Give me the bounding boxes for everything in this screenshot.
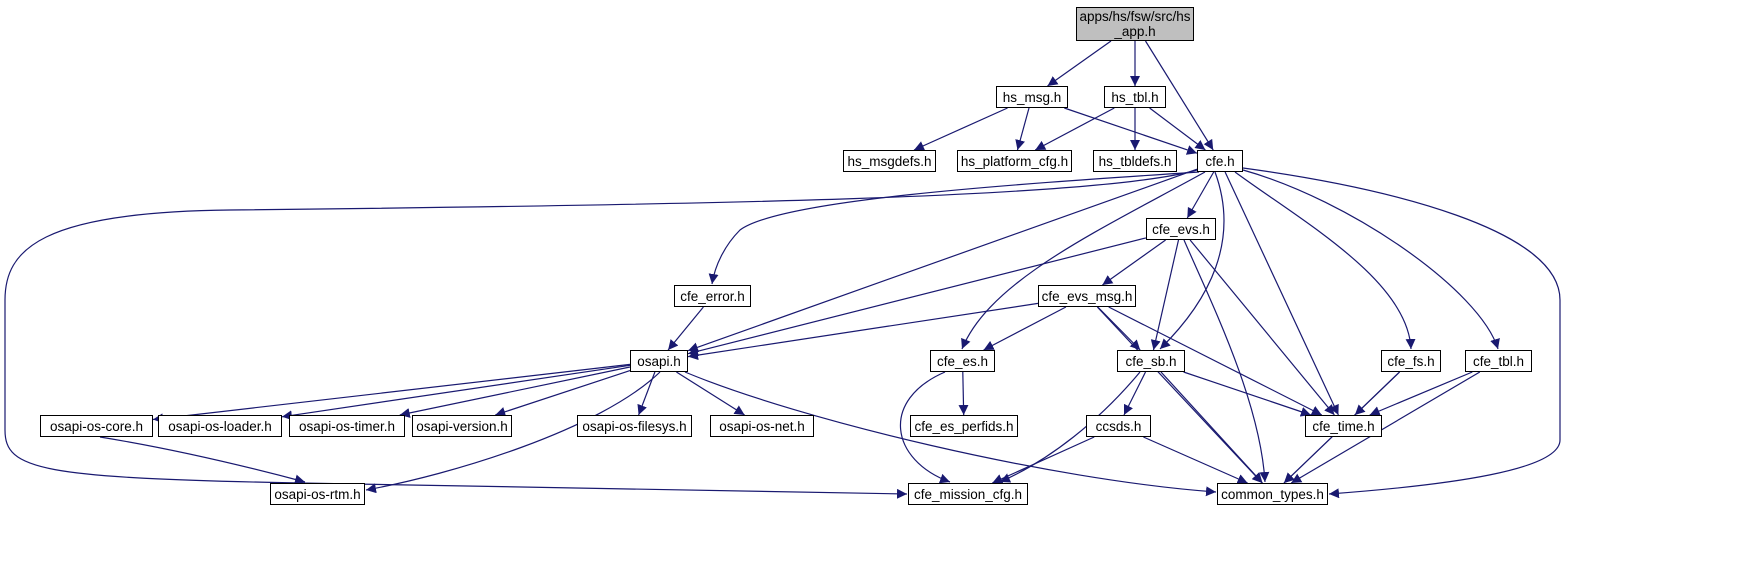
edge-hs-msg-to-hs-platform-cfg: [1015, 107, 1030, 151]
edge-cfe-evs-msg-to-cfe-sb: [1097, 306, 1141, 351]
edge-osapi-to-osapi-os-loader: [281, 364, 631, 421]
edge-cfe-time-to-common-types: [1283, 436, 1333, 484]
edge-cfe-evs-to-cfe-time: [1189, 239, 1335, 416]
edge-cfe-to-cfe-evs: [1186, 171, 1215, 219]
edge-hs-msg-to-hs-msgdefs: [913, 107, 1008, 151]
edge-cfe-evs-to-common-types: [1183, 239, 1270, 483]
node-cfe-evs-msg[interactable]: cfe_evs_msg.h: [1038, 285, 1136, 307]
node-osapi-os-net[interactable]: osapi-os-net.h: [710, 415, 814, 437]
edge-cfe-es-to-cfe-mission-cfg: [900, 371, 951, 484]
node-osapi-os-timer[interactable]: osapi-os-timer.h: [289, 415, 405, 437]
edge-cfe-tbl-to-common-types: [1290, 371, 1481, 484]
node-ccsds[interactable]: ccsds.h: [1086, 415, 1151, 437]
edge-cfe-to-osapi: [687, 168, 1198, 353]
node-osapi-version[interactable]: osapi-version.h: [412, 415, 512, 437]
node-cfe-tbl[interactable]: cfe_tbl.h: [1465, 350, 1532, 372]
edge-cfe-to-cfe-mission-cfg: [4, 169, 1198, 499]
edge-cfe-es-to-cfe-es-perfids: [958, 371, 969, 416]
node-cfe-sb[interactable]: cfe_sb.h: [1117, 350, 1185, 372]
edge-osapi-to-osapi-os-net: [676, 371, 745, 416]
node-cfe-time[interactable]: cfe_time.h: [1305, 415, 1382, 437]
node-hs-tbl[interactable]: hs_tbl.h: [1104, 86, 1166, 108]
edge-root-to-hs-msg: [1047, 40, 1112, 87]
node-cfe-evs[interactable]: cfe_evs.h: [1146, 218, 1216, 240]
edge-osapi-to-osapi-version: [495, 370, 631, 417]
node-cfe[interactable]: cfe.h: [1197, 150, 1243, 172]
edge-osapi-os-core-to-osapi-os-rtm: [99, 436, 306, 485]
edge-cfe-error-to-osapi: [667, 306, 704, 351]
edge-osapi-to-osapi-os-rtm: [365, 371, 661, 494]
edge-cfe-sb-to-ccsds: [1123, 371, 1147, 416]
node-cfe-es[interactable]: cfe_es.h: [930, 350, 995, 372]
edge-cfe-sb-to-cfe-time: [1183, 371, 1312, 417]
edge-ccsds-to-cfe-mission-cfg: [992, 436, 1095, 484]
edge-cfe-evs-msg-to-osapi: [687, 302, 1039, 361]
node-osapi[interactable]: osapi.h: [630, 350, 688, 372]
edge-cfe-to-cfe-error: [708, 171, 1200, 285]
node-root: apps/hs/fsw/src/hs _app.h: [1076, 7, 1194, 41]
edge-osapi-to-osapi-os-timer: [399, 366, 631, 418]
node-hs-platform-cfg[interactable]: hs_platform_cfg.h: [957, 150, 1072, 172]
node-osapi-os-loader[interactable]: osapi-os-loader.h: [158, 415, 282, 437]
edge-cfe-to-cfe-tbl: [1242, 169, 1500, 350]
edge-hs-tbl-to-cfe: [1149, 107, 1206, 151]
node-hs-tbldefs[interactable]: hs_tbldefs.h: [1093, 150, 1177, 172]
edge-cfe-evs-to-osapi: [687, 237, 1147, 357]
edge-cfe-to-cfe-time: [1224, 171, 1339, 416]
edge-cfe-tbl-to-cfe-time: [1369, 371, 1473, 416]
edge-cfe-evs-msg-to-cfe-time: [1108, 306, 1323, 416]
edge-cfe-to-cfe-fs: [1234, 171, 1416, 350]
edge-cfe-sb-to-cfe-mission-cfg: [999, 371, 1141, 483]
node-hs-msgdefs[interactable]: hs_msgdefs.h: [843, 150, 936, 172]
edge-root-to-cfe: [1144, 40, 1214, 151]
node-cfe-es-perfids[interactable]: cfe_es_perfids.h: [910, 415, 1018, 437]
edge-cfe-to-common-types: [1242, 167, 1561, 499]
edge-hs-tbl-to-hs-platform-cfg: [1034, 107, 1115, 151]
edge-hs-msg-to-cfe: [1064, 107, 1198, 155]
edge-osapi-to-common-types: [684, 371, 1217, 497]
edge-cfe-to-cfe-es: [961, 171, 1206, 350]
node-osapi-os-filesys[interactable]: osapi-os-filesys.h: [577, 415, 692, 437]
edge-cfe-evs-to-cfe-evs-msg: [1102, 239, 1166, 286]
edge-cfe-to-cfe-sb: [1159, 171, 1225, 350]
node-cfe-mission-cfg[interactable]: cfe_mission_cfg.h: [908, 483, 1028, 505]
edge-cfe-evs-msg-to-common-types: [1096, 306, 1263, 484]
node-common-types[interactable]: common_types.h: [1217, 483, 1328, 505]
edge-cfe-sb-to-common-types: [1160, 371, 1263, 484]
node-osapi-os-core[interactable]: osapi-os-core.h: [40, 415, 153, 437]
node-osapi-os-rtm[interactable]: osapi-os-rtm.h: [270, 483, 365, 505]
node-hs-msg[interactable]: hs_msg.h: [996, 86, 1068, 108]
node-cfe-error[interactable]: cfe_error.h: [674, 285, 751, 307]
edge-cfe-evs-msg-to-cfe-es: [983, 306, 1067, 351]
edge-ccsds-to-common-types: [1143, 436, 1248, 484]
edge-osapi-to-osapi-os-core: [152, 363, 631, 424]
node-cfe-fs[interactable]: cfe_fs.h: [1381, 350, 1441, 372]
